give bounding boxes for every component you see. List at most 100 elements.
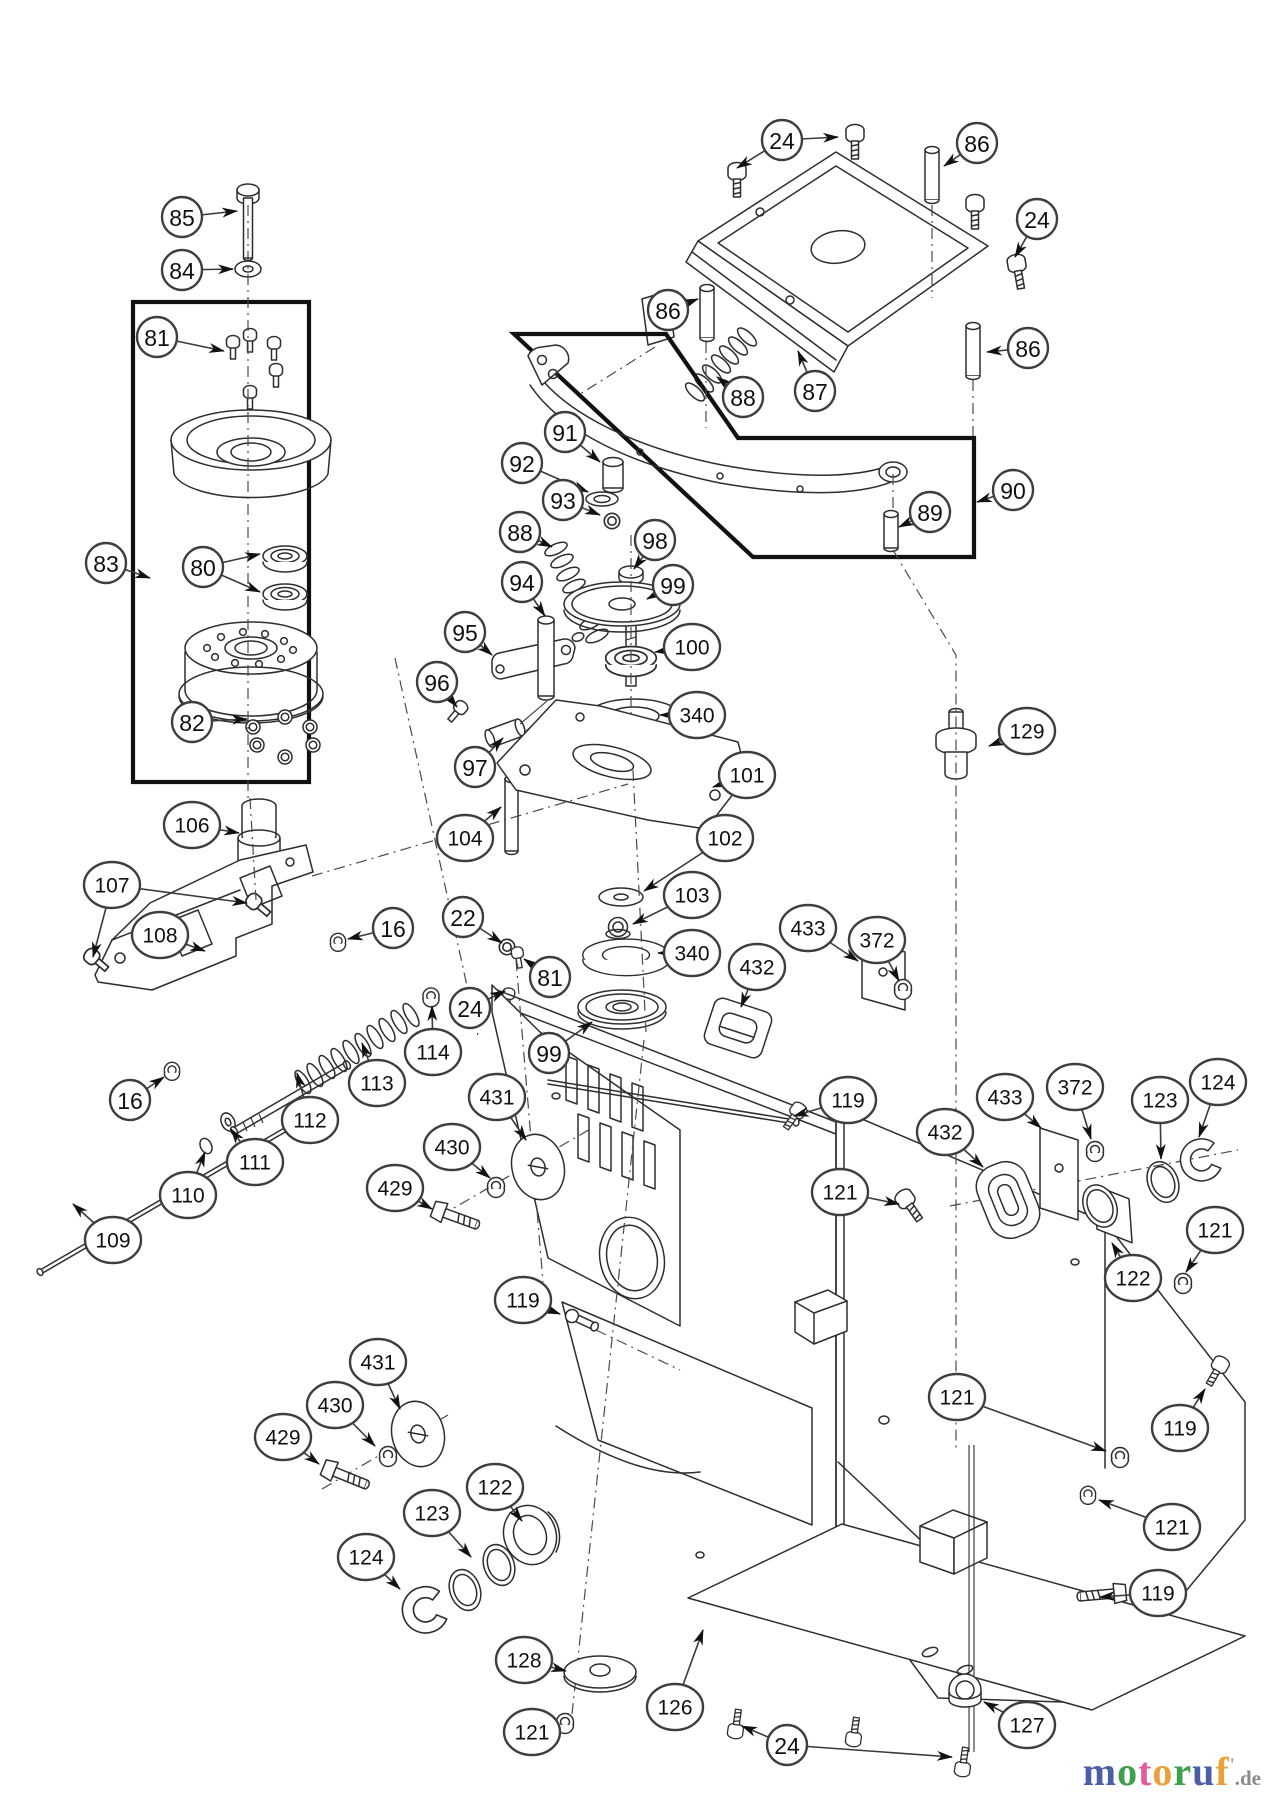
- watermark-letter: f: [1215, 1749, 1230, 1794]
- callout-109-19: [83, 1215, 143, 1265]
- callout-107-7: [82, 860, 142, 910]
- callout-432-42: [727, 942, 787, 992]
- callout-label-340: 340: [674, 943, 709, 966]
- callout-label-128: 128: [506, 1650, 541, 1673]
- callout-121-64: [927, 1372, 987, 1422]
- callout-label-429: 429: [377, 1178, 412, 1201]
- callout-label-432: 432: [739, 957, 774, 980]
- callout-label-101: 101: [729, 765, 764, 788]
- callout-340-40: [662, 928, 722, 978]
- callout-113-14: [347, 1058, 407, 1108]
- lift-arm-90: [508, 331, 977, 560]
- callout-24-11: [448, 986, 492, 1030]
- spring-88a: [684, 327, 758, 402]
- callout-label-93: 93: [550, 488, 576, 514]
- callout-label-114: 114: [416, 1042, 450, 1065]
- callout-127-68: [997, 1700, 1057, 1750]
- callout-119-65: [1150, 1403, 1210, 1453]
- callout-label-81: 81: [537, 965, 563, 991]
- callout-label-119: 119: [1141, 1583, 1174, 1606]
- spring-113: [294, 1002, 420, 1095]
- callout-label-433: 433: [790, 918, 825, 941]
- callout-label-86: 86: [1015, 336, 1041, 362]
- callout-leader-24: [786, 1744, 953, 1761]
- callout-label-123: 123: [414, 1503, 449, 1526]
- callout-label-88: 88: [730, 385, 756, 411]
- callout-label-129: 129: [1009, 721, 1044, 744]
- callout-label-433: 433: [987, 1087, 1022, 1110]
- callout-label-100: 100: [674, 637, 709, 660]
- seat-plate-assembly-87: [641, 123, 1031, 402]
- callout-123-74: [402, 1488, 462, 1538]
- callout-124-75: [336, 1532, 396, 1582]
- callout-label-429: 429: [265, 1427, 300, 1450]
- callout-label-119: 119: [506, 1290, 539, 1313]
- callout-100-31: [662, 622, 722, 672]
- callout-label-102: 102: [707, 828, 742, 851]
- callout-123-60: [1130, 1075, 1190, 1125]
- callout-label-24: 24: [774, 1733, 800, 1759]
- callout-label-90: 90: [1000, 478, 1026, 504]
- watermark-letter: o: [1152, 1749, 1174, 1794]
- callout-433-43: [778, 903, 838, 953]
- callout-label-95: 95: [452, 620, 478, 646]
- callout-label-113: 113: [360, 1073, 393, 1096]
- callout-88-27: [498, 510, 542, 554]
- callout-121-62: [1185, 1205, 1245, 1255]
- callout-372-59: [1045, 1062, 1105, 1112]
- callout-label-82: 82: [179, 710, 205, 736]
- callout-label-432: 432: [927, 1122, 962, 1145]
- watermark-tick: ': [1229, 1754, 1235, 1775]
- watermark-letter: o: [1117, 1749, 1139, 1794]
- callout-96-34: [415, 660, 459, 704]
- callout-372-44: [847, 915, 907, 965]
- callout-label-24: 24: [769, 128, 795, 154]
- callout-label-121: 121: [939, 1387, 974, 1410]
- callout-432-57: [915, 1107, 975, 1157]
- callout-label-123: 123: [1142, 1090, 1177, 1113]
- watermark-suffix: .de: [1234, 1766, 1261, 1790]
- callout-121-72: [502, 1707, 562, 1757]
- callout-87-51: [793, 369, 837, 413]
- callout-label-16: 16: [380, 916, 406, 942]
- callout-label-96: 96: [424, 670, 450, 696]
- callout-label-430: 430: [434, 1137, 469, 1160]
- callout-94-28: [500, 560, 544, 604]
- callout-97-35: [453, 745, 497, 789]
- callout-340-32: [667, 690, 727, 740]
- callout-91-24: [543, 410, 587, 454]
- callout-label-84: 84: [169, 258, 195, 284]
- callout-label-124: 124: [348, 1547, 383, 1570]
- callout-label-91: 91: [552, 420, 578, 446]
- switch-pad-432b: [975, 1160, 1041, 1240]
- callout-label-372: 372: [859, 930, 894, 953]
- callout-124-61: [1188, 1057, 1248, 1107]
- callout-98-29: [633, 518, 677, 562]
- callout-24-45: [760, 118, 804, 162]
- motoruf-watermark: motoruf'.de: [1083, 1752, 1261, 1792]
- bushing-122a: [1082, 1184, 1133, 1244]
- backing-plate-433b: [1039, 1127, 1079, 1221]
- callout-430-21: [422, 1122, 482, 1172]
- callout-22-10: [441, 895, 485, 939]
- callout-119-55: [818, 1075, 878, 1125]
- callout-93-26: [541, 478, 585, 522]
- callout-label-122: 122: [1115, 1268, 1150, 1291]
- callout-433-58: [975, 1072, 1035, 1122]
- callout-label-126: 126: [657, 1697, 692, 1720]
- callout-label-86: 86: [655, 298, 681, 324]
- callout-99-41: [527, 1031, 571, 1075]
- callout-88-50: [721, 375, 765, 419]
- callout-label-103: 103: [674, 885, 709, 908]
- callout-label-94: 94: [509, 570, 535, 596]
- callout-label-121: 121: [1154, 1517, 1189, 1540]
- callout-label-127: 127: [1009, 1715, 1044, 1738]
- callout-label-107: 107: [94, 875, 129, 898]
- callout-99-30: [651, 563, 695, 607]
- idler-pivot-stack-lower: [498, 887, 670, 1030]
- callout-label-119: 119: [831, 1090, 864, 1113]
- callout-label-89: 89: [917, 500, 943, 526]
- nut-127: [948, 1673, 982, 1708]
- callout-119-23: [493, 1275, 553, 1325]
